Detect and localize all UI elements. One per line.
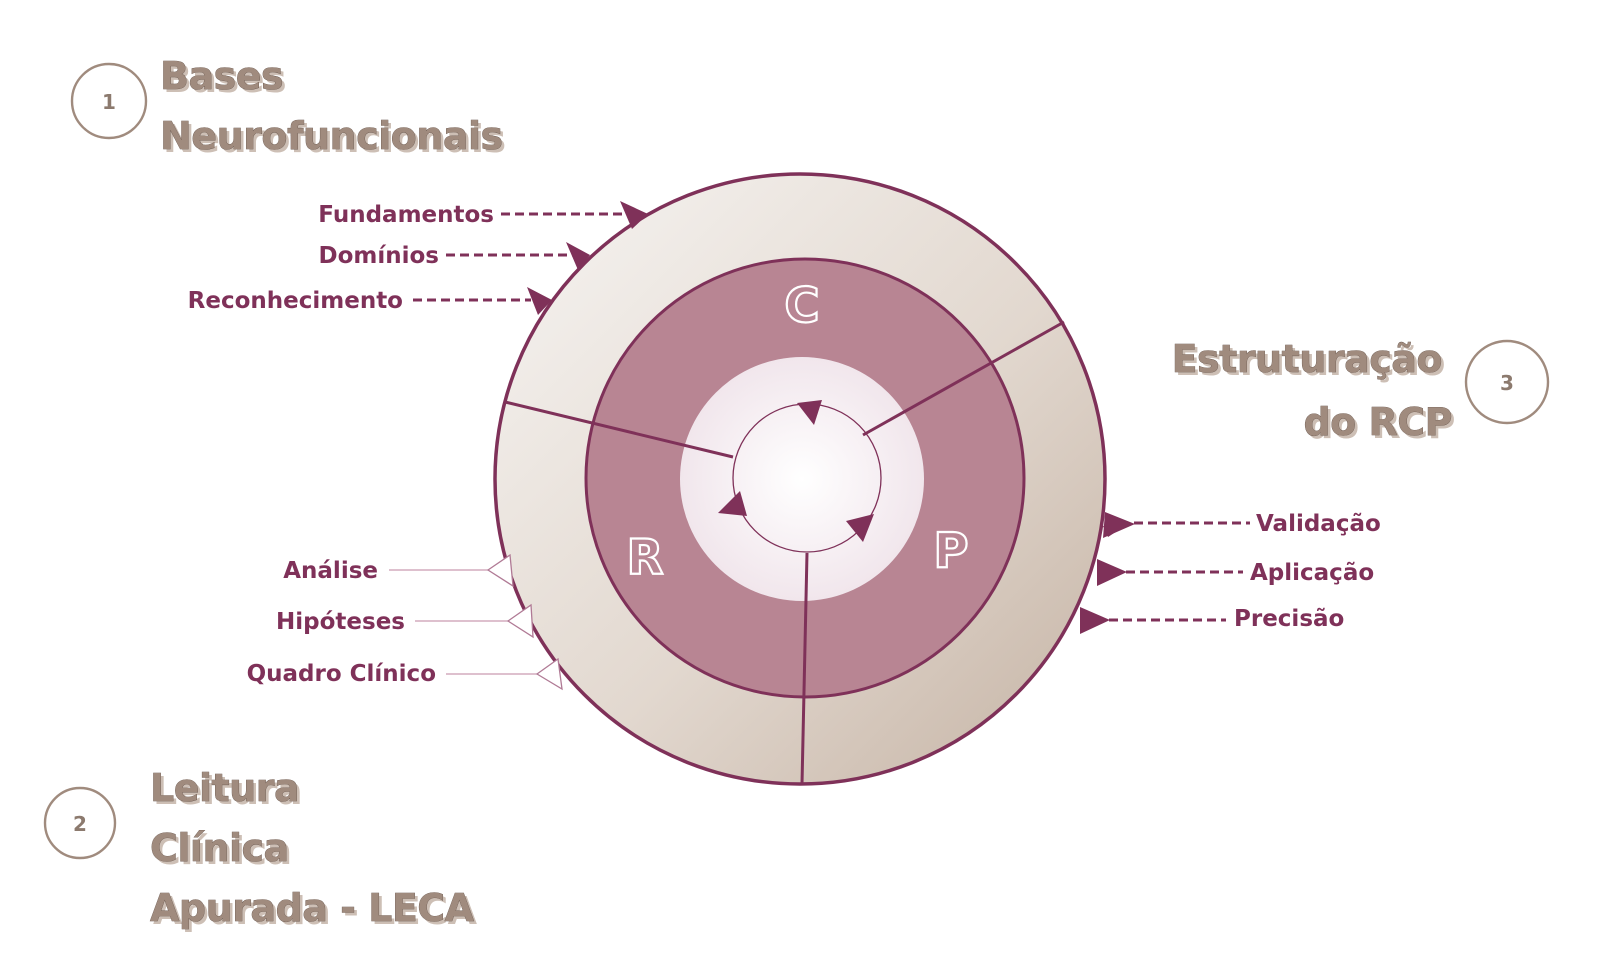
arrow-fundamentos-icon <box>620 201 648 229</box>
section-1-title-line-1: Bases <box>160 54 283 98</box>
arrow-reconhecimento-icon <box>527 287 552 315</box>
section-1-number-circle <box>70 62 148 140</box>
cycle-arrow-left-icon <box>718 491 747 516</box>
arrow-hipoteses-icon <box>506 603 534 639</box>
section-1-title-line-2: Neurofuncionais <box>160 114 503 158</box>
label-hipoteses: Hipóteses <box>276 609 405 635</box>
ring-letter-p: P <box>933 523 968 579</box>
label-aplicacao: Aplicação <box>1250 560 1374 586</box>
arrow-validacao-head-icon <box>1103 512 1135 538</box>
section-2-title-line-1-shadow: Leitura <box>153 769 302 813</box>
arrow-quadro-clinico-icon <box>535 657 563 691</box>
cycle-arrow-top-icon <box>797 400 822 425</box>
label-reconhecimento: Reconhecimento <box>188 288 403 314</box>
section-3: 3 Estruturação Estruturação do RCP do RC… <box>1171 337 1550 447</box>
arrow-aplicacao-icon <box>1097 559 1127 586</box>
section-1: 1 Bases Bases Neurofuncionais Neurofunci… <box>70 54 506 161</box>
section-3-number: 3 <box>1500 371 1514 395</box>
section-1-number: 1 <box>102 90 116 114</box>
label-quadro-clinico: Quadro Clínico <box>247 661 436 687</box>
section-2-number-circle <box>43 786 117 860</box>
section-2-title-line-3: Apurada - LECA <box>150 886 475 930</box>
cycle-arrow-right-icon <box>846 514 874 542</box>
section-3-title-line-2-shadow: do RCP <box>1306 403 1455 447</box>
section-2-title-line-3-shadow: Apurada - LECA <box>153 889 478 933</box>
label-dominios: Domínios <box>319 243 440 269</box>
divider-bottom <box>800 552 809 785</box>
section-2: 2 Leitura Leitura Clínica Clínica Apurad… <box>43 766 478 933</box>
concentric-circles: C R P <box>493 172 1107 786</box>
label-precisao: Precisão <box>1234 606 1344 632</box>
right-labels: Validação Aplicação Precisão <box>1080 511 1381 634</box>
section-3-number-circle <box>1464 339 1550 425</box>
bottom-left-labels: Análise Hipóteses Quadro Clínico <box>247 553 563 691</box>
divider-left <box>504 400 734 459</box>
arrow-analise-icon <box>486 553 514 588</box>
arrow-precisao-icon <box>1080 607 1110 634</box>
inner-circle <box>680 357 924 601</box>
section-1-title-line-2-shadow: Neurofuncionais <box>163 117 506 161</box>
section-3-title-line-2: do RCP <box>1303 400 1452 444</box>
section-2-title-line-1: Leitura <box>150 766 299 810</box>
section-3-title-line-1: Estruturação <box>1172 337 1442 381</box>
ring-letter-c: C <box>784 278 819 334</box>
label-fundamentos: Fundamentos <box>318 202 494 228</box>
divider-right <box>862 320 1065 437</box>
section-3-title-line-1-shadow: Estruturação <box>1175 340 1445 384</box>
label-analise: Análise <box>283 558 378 584</box>
label-validacao: Validação <box>1256 511 1381 537</box>
top-left-labels: Fundamentos Domínios Reconhecimento <box>188 201 648 315</box>
section-2-title-line-2-shadow: Clínica <box>153 829 292 873</box>
arrow-dominios-icon <box>566 242 590 270</box>
section-1-title-line-1-shadow: Bases <box>163 57 286 101</box>
ring-letter-r: R <box>627 530 664 586</box>
section-2-title-line-2: Clínica <box>150 826 289 870</box>
section-2-number: 2 <box>73 812 87 836</box>
